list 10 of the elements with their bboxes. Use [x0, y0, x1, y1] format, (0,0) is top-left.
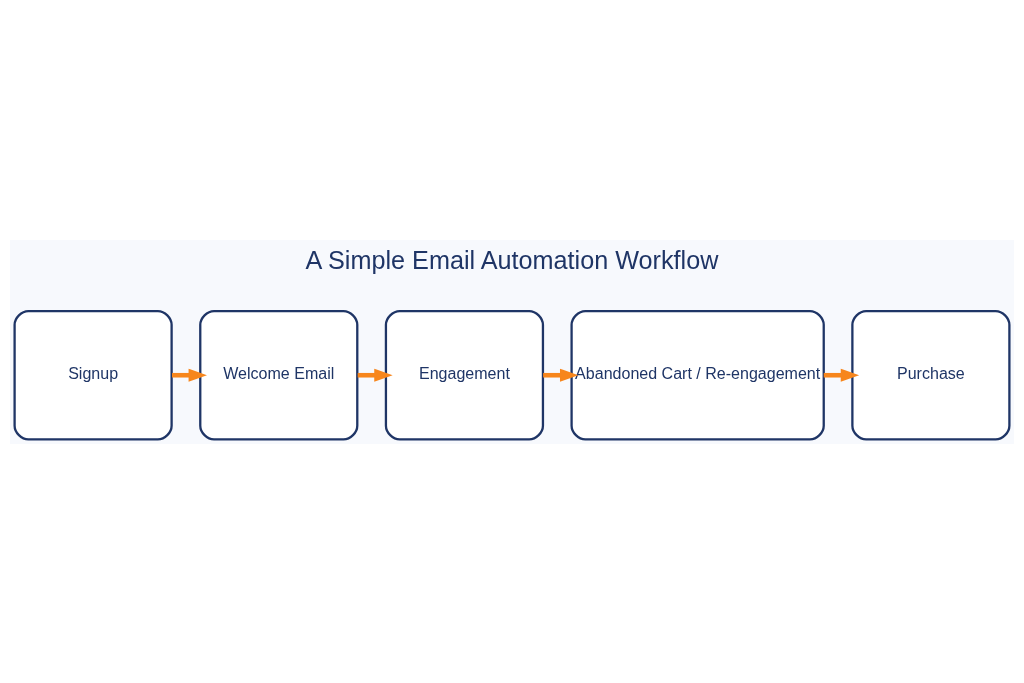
- arrow: [543, 368, 579, 382]
- arrow: [172, 368, 207, 382]
- arrow: [357, 368, 393, 382]
- node-box: Engagement: [384, 309, 545, 441]
- diagram-title: A Simple Email Automation Workflow: [305, 245, 719, 274]
- arrow: [823, 368, 860, 382]
- node-box: Welcome Email: [199, 309, 359, 441]
- node-box: Purchase: [851, 309, 1011, 441]
- node-box: Signup: [13, 309, 173, 441]
- node-box: Abandoned Cart / Re-engagement: [570, 309, 825, 441]
